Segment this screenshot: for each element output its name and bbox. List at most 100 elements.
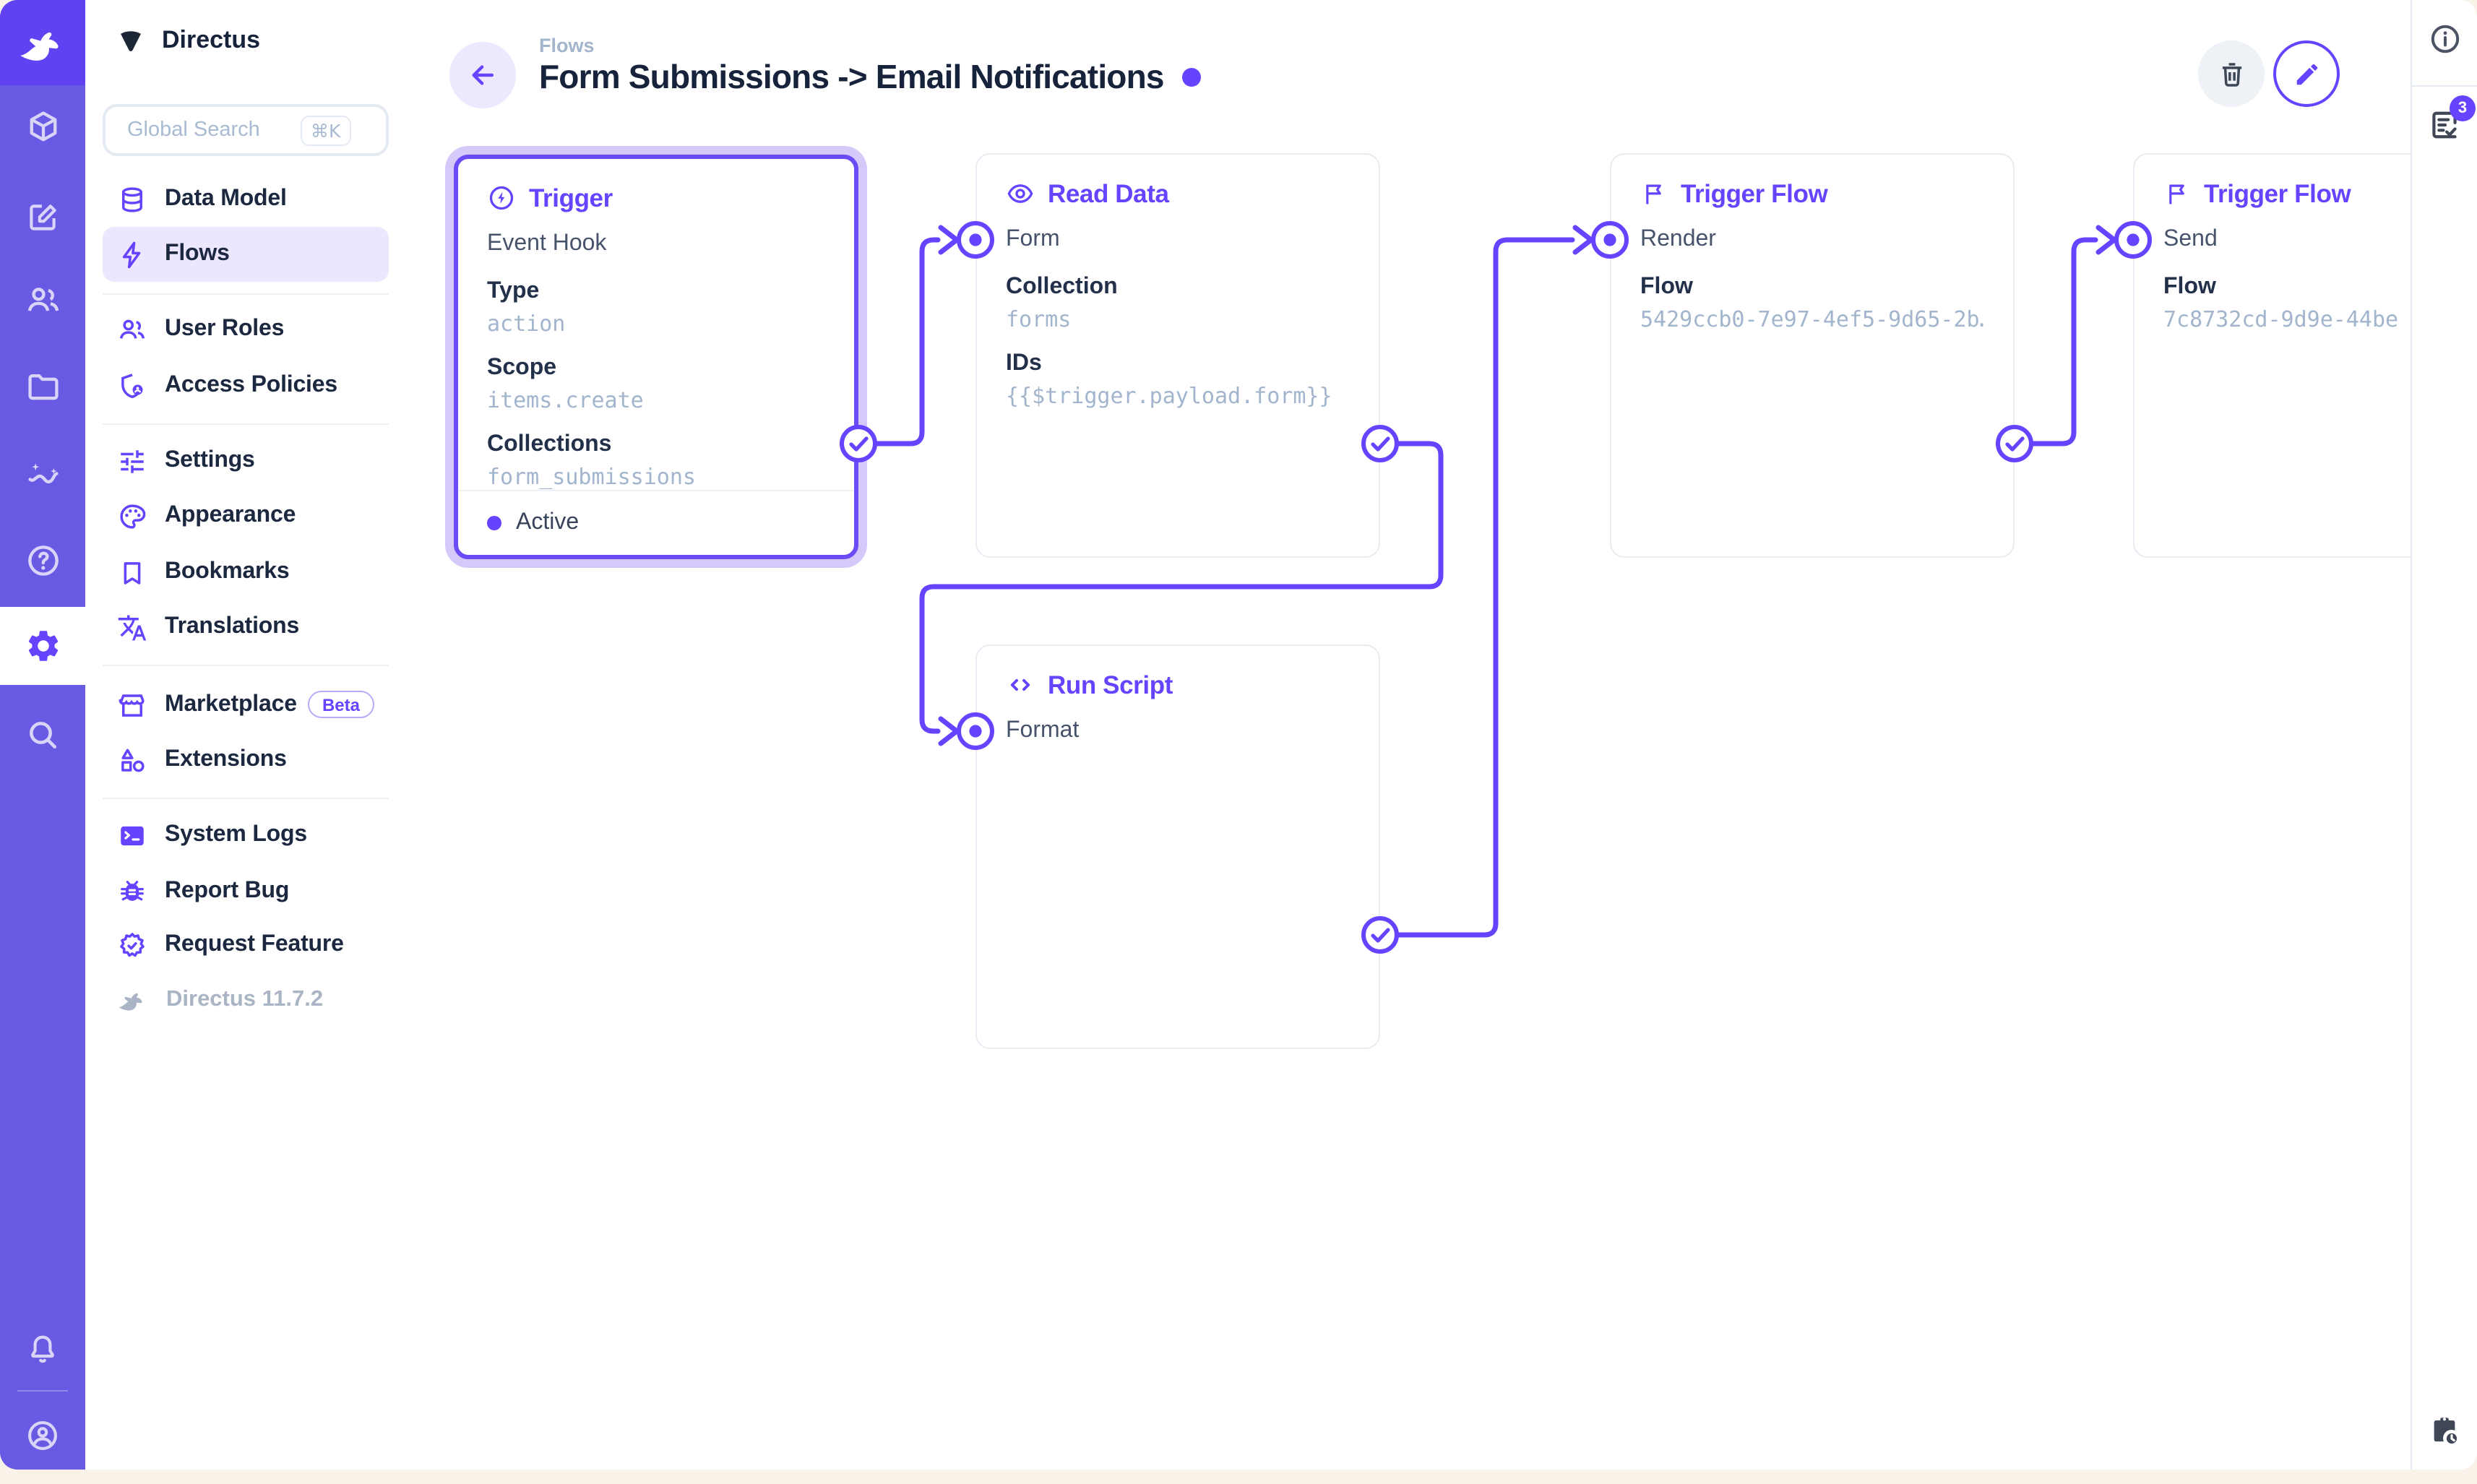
insights-icon [27, 463, 58, 484]
project-header[interactable]: Directus [103, 14, 389, 66]
module-help[interactable] [0, 529, 85, 592]
right-sidebar-divider [2412, 85, 2477, 87]
field-value: forms [1006, 306, 1072, 332]
card-title-row: Trigger Flow [2163, 175, 2477, 212]
sidebar-item-request-feature[interactable]: Request Feature [103, 918, 389, 972]
page-title: Form Submissions -> Email Notifications [539, 58, 1164, 95]
sidebar-item-label: Data Model [165, 186, 287, 211]
shield-user-icon [117, 371, 147, 401]
card-title-row: Read Data [1006, 175, 1350, 212]
operation-key: Render [1640, 227, 1716, 251]
sidebar-item-label: Settings [165, 448, 255, 473]
card-title-row: Trigger [487, 179, 825, 217]
search-input[interactable] [124, 117, 298, 143]
field-label: Type [487, 279, 540, 303]
field-label: IDs [1006, 351, 1042, 376]
global-search[interactable]: ⌘K [103, 104, 389, 156]
card-title: Trigger Flow [2204, 178, 2351, 207]
field-value: items.create [487, 387, 644, 413]
field-value: action [487, 311, 566, 337]
eye-icon [1007, 184, 1033, 203]
account-button[interactable] [0, 1403, 85, 1467]
field-label: Collection [1006, 275, 1118, 299]
edit-flow-button[interactable] [2273, 40, 2340, 107]
module-settings[interactable] [0, 607, 85, 685]
card-title: Trigger Flow [1681, 178, 1828, 207]
sidebar-item-label: Extensions [165, 747, 287, 772]
sidebar-item-translations[interactable]: Translations [103, 600, 389, 655]
trash-icon [2221, 62, 2241, 86]
sidebar-item-label: Request Feature [165, 932, 344, 957]
sidebar-item-bookmarks[interactable]: Bookmarks [103, 545, 389, 600]
sidebar-item-label: User Roles [165, 316, 285, 341]
flow-card-trigger[interactable]: Trigger Event Hook Type action Scope ite… [454, 155, 858, 559]
directus-logo[interactable] [0, 0, 85, 85]
sidebar-divider [103, 293, 389, 295]
operation-key: Send [2163, 227, 2218, 251]
sidebar-item-data-model[interactable]: Data Model [103, 172, 389, 227]
version-label: Directus 11.7.2 [166, 987, 324, 1011]
sidebar-item-flows[interactable]: Flows [103, 227, 389, 282]
sidebar-item-label: Report Bug [165, 879, 290, 903]
sidebar-item-extensions[interactable]: Extensions [103, 733, 389, 788]
sidebar-item-user-roles[interactable]: User Roles [103, 302, 389, 357]
notifications-button[interactable] [0, 1316, 85, 1380]
logs-count-badge: 3 [2450, 95, 2476, 121]
card-title: Read Data [1048, 178, 1169, 207]
sidebar-item-system-logs[interactable]: System Logs [103, 808, 389, 863]
pending-revisions-button[interactable] [2412, 1413, 2477, 1449]
breadcrumb: Flows [539, 35, 595, 56]
sidebar-item-appearance[interactable]: Appearance [103, 488, 389, 543]
field-label: Flow [1640, 275, 1693, 299]
palette-icon [117, 501, 147, 531]
flow-card-read-data[interactable]: Read Data Form Collection forms IDs {{$t… [975, 153, 1380, 558]
sidebar-item-access-policies[interactable]: Access Policies [103, 358, 389, 413]
field-label: Flow [2163, 275, 2216, 299]
flow-card-trigger-flow-render[interactable]: Trigger Flow Render Flow 5429ccb0-7e97-4… [1610, 153, 2015, 558]
terminal-icon [117, 820, 147, 850]
bookmark-icon [117, 557, 147, 587]
status-label: Active [516, 510, 580, 535]
sidebar-item-marketplace[interactable]: Marketplace Beta [103, 678, 389, 733]
wire-trigger-to-read-data [856, 237, 941, 447]
pencil-icon [2296, 63, 2317, 85]
sidebar-item-label: Appearance [165, 503, 296, 527]
module-search[interactable] [0, 702, 85, 766]
beta-badge: Beta [307, 691, 374, 718]
folder-icon [27, 374, 58, 400]
shapes-icon [117, 745, 147, 775]
sidebar-divider [103, 798, 389, 799]
tune-icon [117, 446, 147, 476]
back-button[interactable] [449, 42, 516, 108]
module-files[interactable] [0, 355, 85, 419]
info-icon [2430, 25, 2459, 53]
field-value: 5429ccb0-7e97-4ef5-9d65-2b… [1640, 306, 1984, 332]
module-content[interactable] [0, 95, 85, 159]
wire-trigger-flow-render-to-send [2012, 237, 2098, 447]
bolt-icon [117, 239, 147, 269]
database-icon [117, 184, 147, 215]
directus-rabbit-small-icon [119, 993, 142, 1011]
sidebar-item-label: Marketplace [165, 692, 297, 717]
module-editor[interactable] [0, 185, 85, 249]
delete-flow-button[interactable] [2198, 40, 2265, 107]
gear-icon [27, 631, 58, 661]
module-users[interactable] [0, 269, 85, 332]
people-icon [27, 288, 59, 311]
field-value: form_submissions [487, 464, 696, 490]
box-icon [29, 111, 56, 142]
sidebar-item-label: Translations [165, 614, 300, 639]
user-circle-icon [27, 1420, 58, 1450]
directus-rabbit-icon [20, 31, 58, 60]
field-label: Collections [487, 432, 612, 457]
flow-card-run-script[interactable]: Run Script Format [975, 644, 1380, 1049]
logs-panel-button[interactable]: 3 [2412, 95, 2477, 143]
module-insights[interactable] [0, 442, 85, 506]
sidebar-item-report-bug[interactable]: Report Bug [103, 864, 389, 919]
wire-run-script-to-trigger-flow-render [1377, 237, 1575, 938]
sidebar-item-settings[interactable]: Settings [103, 433, 389, 488]
bug-icon [117, 876, 147, 907]
field-value: 7c8732cd-9d9e-44be [2163, 306, 2399, 332]
info-button[interactable] [2412, 22, 2477, 56]
